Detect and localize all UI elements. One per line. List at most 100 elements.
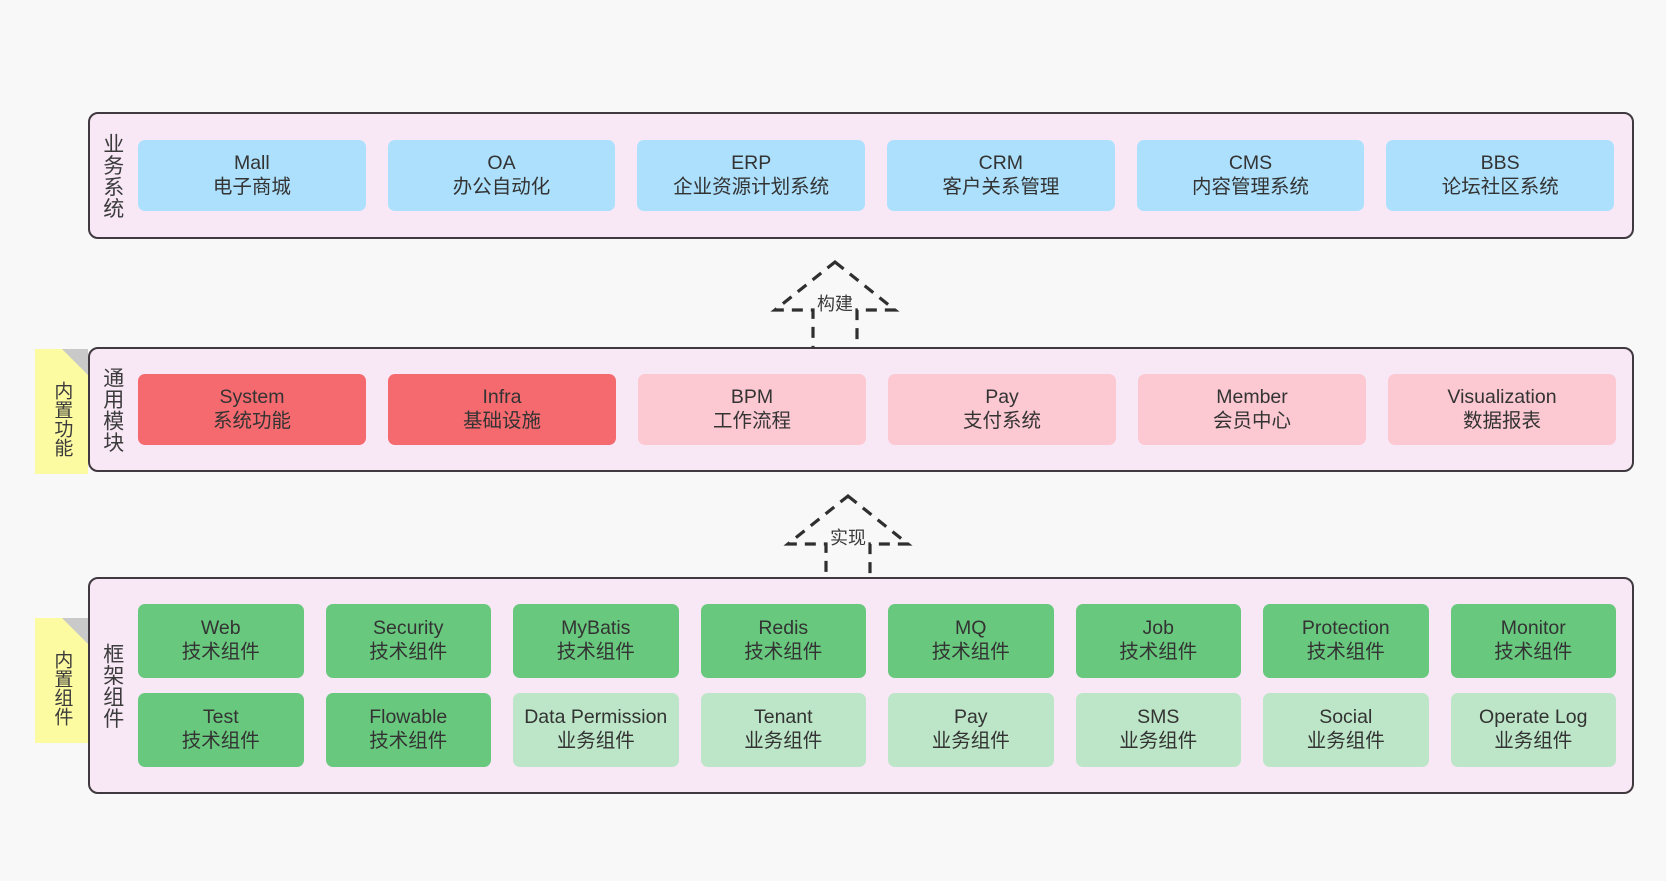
node-protection-en: Protection — [1301, 617, 1390, 640]
node-test-cn: 技术组件 — [181, 730, 260, 752]
node-pay-component-en: Pay — [953, 706, 988, 729]
node-operate-log-cn: 业务组件 — [1494, 730, 1573, 752]
node-crm-cn: 客户关系管理 — [942, 175, 1060, 198]
node-member-cn: 会员中心 — [1212, 409, 1291, 432]
node-data-permission[interactable]: Data Permission 业务组件 — [513, 693, 679, 767]
node-mq-en: MQ — [955, 617, 987, 640]
note-built-in-functions: 内置功能 — [35, 349, 88, 474]
node-mall-cn: 电子商城 — [212, 175, 291, 198]
business-row-1: Mall 电子商城 OA 办公自动化 ERP 企业资源计划系统 CRM 客户关系… — [138, 140, 1615, 211]
node-pay-component[interactable]: Pay 业务组件 — [888, 693, 1054, 767]
layer-framework-components-title: 框架组件 — [100, 642, 124, 729]
node-social-cn: 业务组件 — [1306, 730, 1385, 752]
node-redis-en: Redis — [758, 617, 809, 640]
node-operate-log[interactable]: Operate Log 业务组件 — [1450, 693, 1616, 767]
node-redis-cn: 技术组件 — [744, 641, 823, 663]
node-cms-cn: 内容管理系统 — [1192, 175, 1310, 198]
node-erp[interactable]: ERP 企业资源计划系统 — [637, 140, 866, 211]
node-erp-cn: 企业资源计划系统 — [673, 175, 830, 198]
connector-realize-label: 实现 — [830, 528, 866, 548]
node-flowable-en: Flowable — [369, 706, 448, 729]
layer-business-system: 业务系统 Mall 电子商城 OA 办公自动化 ERP 企业资源计划系统 CRM… — [88, 112, 1634, 239]
node-pay-component-cn: 业务组件 — [931, 730, 1010, 752]
connector-build-label: 构建 — [817, 294, 853, 314]
node-job-en: Job — [1142, 617, 1174, 640]
node-sms[interactable]: SMS 业务组件 — [1075, 693, 1241, 767]
node-redis[interactable]: Redis 技术组件 — [700, 604, 866, 678]
modules-row-1: System 系统功能 Infra 基础设施 BPM 工作流程 Pay 支付系统… — [138, 374, 1616, 445]
node-pay-module-en: Pay — [985, 385, 1019, 408]
framework-row-1: Web 技术组件 Security 技术组件 MyBatis 技术组件 Redi… — [138, 604, 1616, 678]
node-visualization-en: Visualization — [1447, 385, 1557, 408]
layer-common-modules-body: System 系统功能 Infra 基础设施 BPM 工作流程 Pay 支付系统… — [134, 349, 1632, 470]
layer-framework-components-body: Web 技术组件 Security 技术组件 MyBatis 技术组件 Redi… — [134, 579, 1632, 792]
node-security-en: Security — [373, 617, 444, 640]
layer-common-modules: 通用模块 System 系统功能 Infra 基础设施 BPM 工作流程 Pay… — [88, 347, 1634, 472]
node-mall-en: Mall — [233, 151, 270, 174]
node-monitor-en: Monitor — [1500, 617, 1566, 640]
node-monitor-cn: 技术组件 — [1494, 641, 1573, 663]
node-mq[interactable]: MQ 技术组件 — [888, 604, 1054, 678]
note-built-in-components: 内置组件 — [35, 618, 88, 743]
layer-business-system-body: Mall 电子商城 OA 办公自动化 ERP 企业资源计划系统 CRM 客户关系… — [134, 114, 1632, 237]
node-tenant-cn: 业务组件 — [744, 730, 823, 752]
node-visualization-cn: 数据报表 — [1462, 409, 1541, 432]
node-monitor[interactable]: Monitor 技术组件 — [1450, 604, 1616, 678]
node-flowable-cn: 技术组件 — [369, 730, 448, 752]
node-infra[interactable]: Infra 基础设施 — [388, 374, 616, 445]
node-operate-log-en: Operate Log — [1479, 706, 1588, 729]
node-bbs[interactable]: BBS 论坛社区系统 — [1386, 140, 1615, 211]
node-sms-en: SMS — [1137, 706, 1180, 729]
note-built-in-components-label: 内置组件 — [51, 649, 73, 726]
node-web[interactable]: Web 技术组件 — [138, 604, 304, 678]
node-security[interactable]: Security 技术组件 — [325, 604, 491, 678]
node-erp-en: ERP — [731, 151, 772, 174]
node-flowable[interactable]: Flowable 技术组件 — [325, 693, 491, 767]
node-system-cn: 系统功能 — [212, 409, 291, 432]
node-oa-en: OA — [487, 151, 516, 174]
node-data-permission-en: Data Permission — [524, 706, 668, 729]
node-sms-cn: 业务组件 — [1119, 730, 1198, 752]
node-crm[interactable]: CRM 客户关系管理 — [887, 140, 1115, 211]
node-bpm-cn: 工作流程 — [712, 409, 791, 432]
node-test-en: Test — [202, 706, 239, 729]
node-bpm-en: BPM — [730, 385, 774, 408]
node-protection-cn: 技术组件 — [1306, 641, 1385, 663]
node-mybatis[interactable]: MyBatis 技术组件 — [513, 604, 679, 678]
node-pay-module-cn: 支付系统 — [962, 409, 1041, 432]
layer-business-system-title: 业务系统 — [100, 132, 124, 219]
node-infra-en: Infra — [482, 385, 522, 408]
node-tenant-en: Tenant — [753, 706, 813, 729]
node-infra-cn: 基础设施 — [462, 409, 541, 432]
node-system[interactable]: System 系统功能 — [138, 374, 366, 445]
node-cms-en: CMS — [1228, 151, 1273, 174]
node-social-en: Social — [1319, 706, 1373, 729]
layer-framework-components: 框架组件 Web 技术组件 Security 技术组件 MyBatis 技术组件… — [88, 577, 1634, 794]
node-web-en: Web — [200, 617, 241, 640]
node-protection[interactable]: Protection 技术组件 — [1263, 604, 1429, 678]
connector-realize: 实现 — [773, 492, 923, 587]
node-crm-en: CRM — [978, 151, 1024, 174]
node-bbs-en: BBS — [1480, 151, 1520, 174]
node-bpm[interactable]: BPM 工作流程 — [638, 374, 866, 445]
node-social[interactable]: Social 业务组件 — [1263, 693, 1429, 767]
node-visualization[interactable]: Visualization 数据报表 — [1388, 374, 1616, 445]
node-data-permission-cn: 业务组件 — [556, 730, 635, 752]
node-mall[interactable]: Mall 电子商城 — [138, 140, 366, 211]
node-mybatis-cn: 技术组件 — [556, 641, 635, 663]
node-tenant[interactable]: Tenant 业务组件 — [700, 693, 866, 767]
node-mq-cn: 技术组件 — [931, 641, 1010, 663]
node-oa[interactable]: OA 办公自动化 — [387, 140, 616, 211]
note-built-in-functions-label: 内置功能 — [51, 380, 73, 457]
node-test[interactable]: Test 技术组件 — [138, 693, 304, 767]
node-job[interactable]: Job 技术组件 — [1075, 604, 1241, 678]
node-cms[interactable]: CMS 内容管理系统 — [1136, 140, 1365, 211]
node-security-cn: 技术组件 — [369, 641, 448, 663]
node-member-en: Member — [1216, 385, 1288, 408]
node-mybatis-en: MyBatis — [561, 617, 631, 640]
layer-common-modules-title: 通用模块 — [100, 366, 124, 453]
node-member[interactable]: Member 会员中心 — [1138, 374, 1366, 445]
node-web-cn: 技术组件 — [181, 641, 260, 663]
node-pay-module[interactable]: Pay 支付系统 — [888, 374, 1116, 445]
